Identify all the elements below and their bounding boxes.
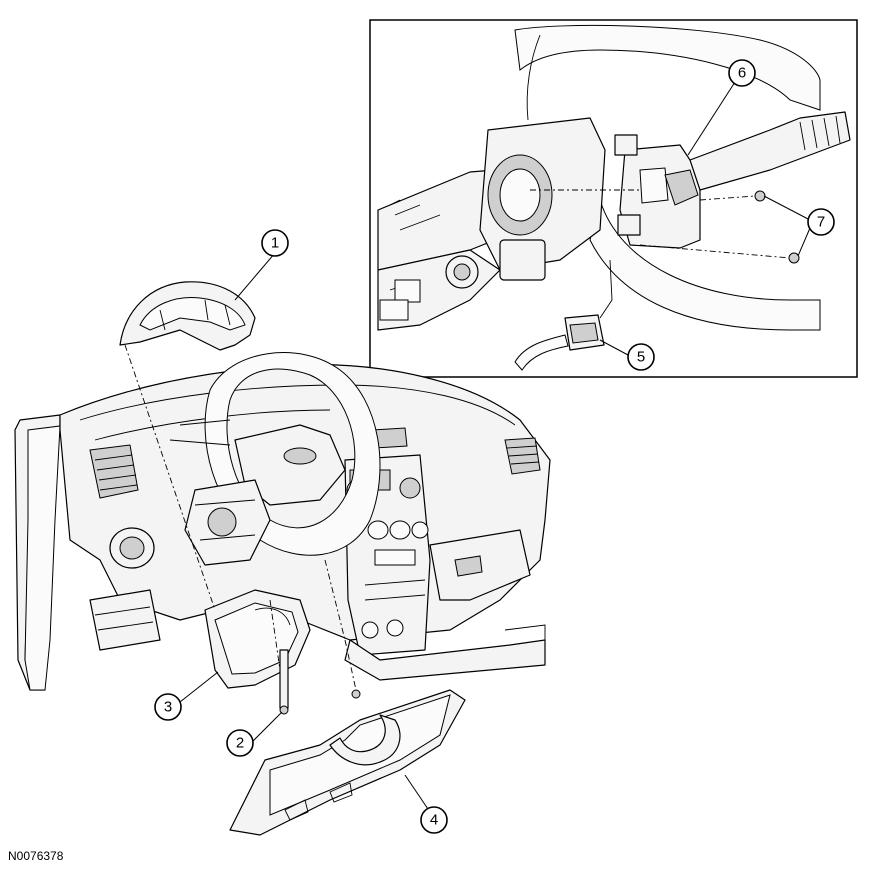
- callout-4: 4: [420, 806, 448, 834]
- callout-3: 3: [154, 693, 182, 721]
- figure-id: N0076378: [8, 849, 64, 863]
- instrument-panel: [14, 364, 551, 691]
- callout-6: 6: [728, 59, 756, 87]
- upper-column-shroud: [119, 281, 256, 351]
- inset-screws: [530, 189, 800, 264]
- shroud-screw: [124, 344, 289, 715]
- callout-2: 2: [226, 729, 254, 757]
- callout-7-label: 7: [817, 214, 825, 231]
- callout-1: 1: [261, 229, 289, 257]
- callout-5-label: 5: [637, 349, 645, 366]
- inset-steering-wheel: [514, 24, 821, 331]
- electrical-connector: [514, 259, 613, 371]
- callout-6-label: 6: [738, 65, 746, 82]
- detail-inset: [369, 19, 858, 378]
- callout-1-label: 1: [271, 235, 279, 252]
- inset-leaders: [599, 81, 811, 356]
- callout-3-label: 3: [164, 699, 172, 716]
- callout-2-label: 2: [236, 735, 244, 752]
- callout-4-label: 4: [430, 812, 438, 829]
- callout-5: 5: [627, 343, 655, 371]
- lower-column-shroud: [204, 589, 311, 689]
- trim-screw: [324, 559, 361, 699]
- callout-7: 7: [807, 208, 835, 236]
- inset-steering-column: [377, 117, 606, 331]
- lower-trim-panel: [229, 689, 466, 836]
- multifunction-switch: [614, 111, 851, 249]
- column-area: [184, 479, 271, 566]
- main-leaders: [179, 252, 431, 813]
